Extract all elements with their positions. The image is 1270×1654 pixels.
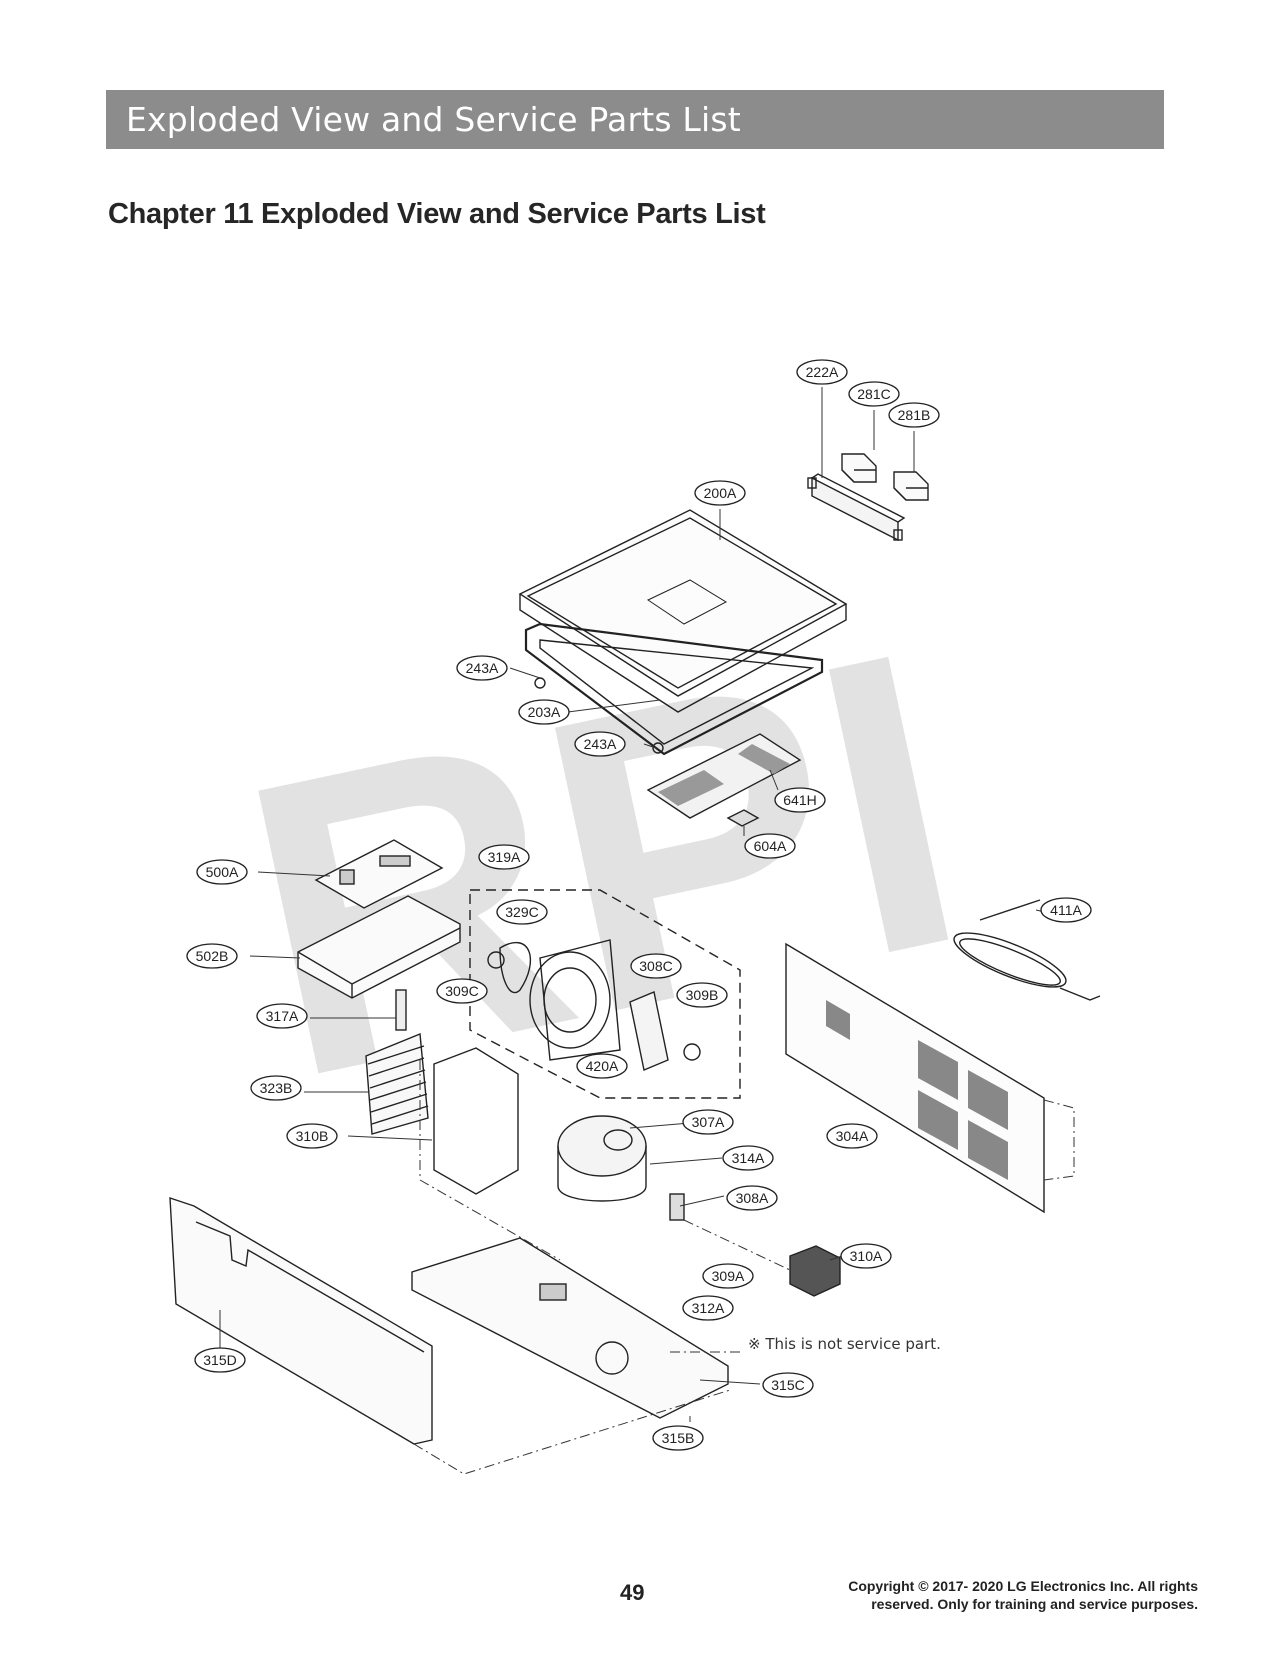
compressor-part xyxy=(558,1116,646,1201)
callout-323b: 323B xyxy=(251,1076,301,1100)
callout-604a: 604A xyxy=(745,834,795,858)
relay-part xyxy=(670,1194,684,1220)
service-note: ※ This is not service part. xyxy=(748,1335,941,1353)
relay-cover-part xyxy=(790,1246,840,1296)
callout-label: 308C xyxy=(639,958,672,974)
callout-281c: 281C xyxy=(849,382,899,406)
callout-243a1: 243A xyxy=(457,656,507,680)
callout-label: 307A xyxy=(692,1114,725,1130)
callout-label: 309C xyxy=(445,983,478,999)
callout-label: 310A xyxy=(850,1248,883,1264)
callout-309c: 309C xyxy=(437,979,487,1003)
callout-label: 243A xyxy=(466,660,499,676)
callout-314a: 314A xyxy=(723,1146,773,1170)
callout-243a2: 243A xyxy=(575,732,625,756)
callout-label: 315C xyxy=(771,1377,804,1393)
callout-label: 308A xyxy=(736,1190,769,1206)
callout-200a: 200A xyxy=(695,481,745,505)
callout-304a: 304A xyxy=(827,1124,877,1148)
callout-309a: 309A xyxy=(703,1264,753,1288)
callout-label: 323B xyxy=(260,1080,293,1096)
base-pan-part xyxy=(412,1238,728,1418)
callout-203a: 203A xyxy=(519,700,569,724)
callout-641h: 641H xyxy=(775,788,825,812)
callout-label: 329C xyxy=(505,904,538,920)
callout-label: 314A xyxy=(732,1150,765,1166)
callout-label: 203A xyxy=(528,704,561,720)
callout-308c: 308C xyxy=(631,954,681,978)
copyright-line-2: reserved. Only for training and service … xyxy=(778,1595,1198,1613)
callout-label: 312A xyxy=(692,1300,725,1316)
callout-315d: 315D xyxy=(195,1348,245,1372)
callout-label: 200A xyxy=(704,485,737,501)
callout-307a: 307A xyxy=(683,1110,733,1134)
dryer-part xyxy=(396,990,406,1030)
callout-222a: 222A xyxy=(797,360,847,384)
callout-312a: 312A xyxy=(683,1296,733,1320)
callout-317a: 317A xyxy=(257,1004,307,1028)
callout-281b: 281B xyxy=(889,403,939,427)
callout-319a: 319A xyxy=(479,845,529,869)
callout-502b: 502B xyxy=(187,944,237,968)
callout-label: 309B xyxy=(686,987,719,1003)
callout-label: 243A xyxy=(584,736,617,752)
callout-label: 315B xyxy=(662,1430,695,1446)
callout-411a: 411A xyxy=(1041,898,1091,922)
callout-309b: 309B xyxy=(677,983,727,1007)
callout-label: 641H xyxy=(783,792,816,808)
callout-label: 317A xyxy=(266,1008,299,1024)
callout-label: 222A xyxy=(806,364,839,380)
callout-label: 502B xyxy=(196,948,229,964)
copyright-line-1: Copyright © 2017- 2020 LG Electronics In… xyxy=(778,1577,1198,1595)
callout-label: 500A xyxy=(206,864,239,880)
callout-315b: 315B xyxy=(653,1426,703,1450)
page-number: 49 xyxy=(620,1580,644,1606)
callout-310b: 310B xyxy=(287,1124,337,1148)
callout-label: 315D xyxy=(203,1352,236,1368)
callout-500a: 500A xyxy=(197,860,247,884)
callout-420a: 420A xyxy=(577,1054,627,1078)
callout-label: 319A xyxy=(488,849,521,865)
front-panel-part xyxy=(170,1198,432,1444)
callout-315c: 315C xyxy=(763,1373,813,1397)
callout-label: 411A xyxy=(1050,902,1082,918)
callout-label: 309A xyxy=(712,1268,745,1284)
callout-308a: 308A xyxy=(727,1186,777,1210)
callout-label: 304A xyxy=(836,1128,869,1144)
callout-label: 310B xyxy=(296,1128,329,1144)
callout-label: 420A xyxy=(586,1058,619,1074)
callout-label: 281C xyxy=(857,386,890,402)
callout-label: 604A xyxy=(754,838,787,854)
callout-329c: 329C xyxy=(497,900,547,924)
hinge-cover-part xyxy=(808,474,904,540)
callout-label: 281B xyxy=(898,407,931,423)
callout-310a: 310A xyxy=(841,1244,891,1268)
copyright-notice: Copyright © 2017- 2020 LG Electronics In… xyxy=(778,1577,1198,1613)
